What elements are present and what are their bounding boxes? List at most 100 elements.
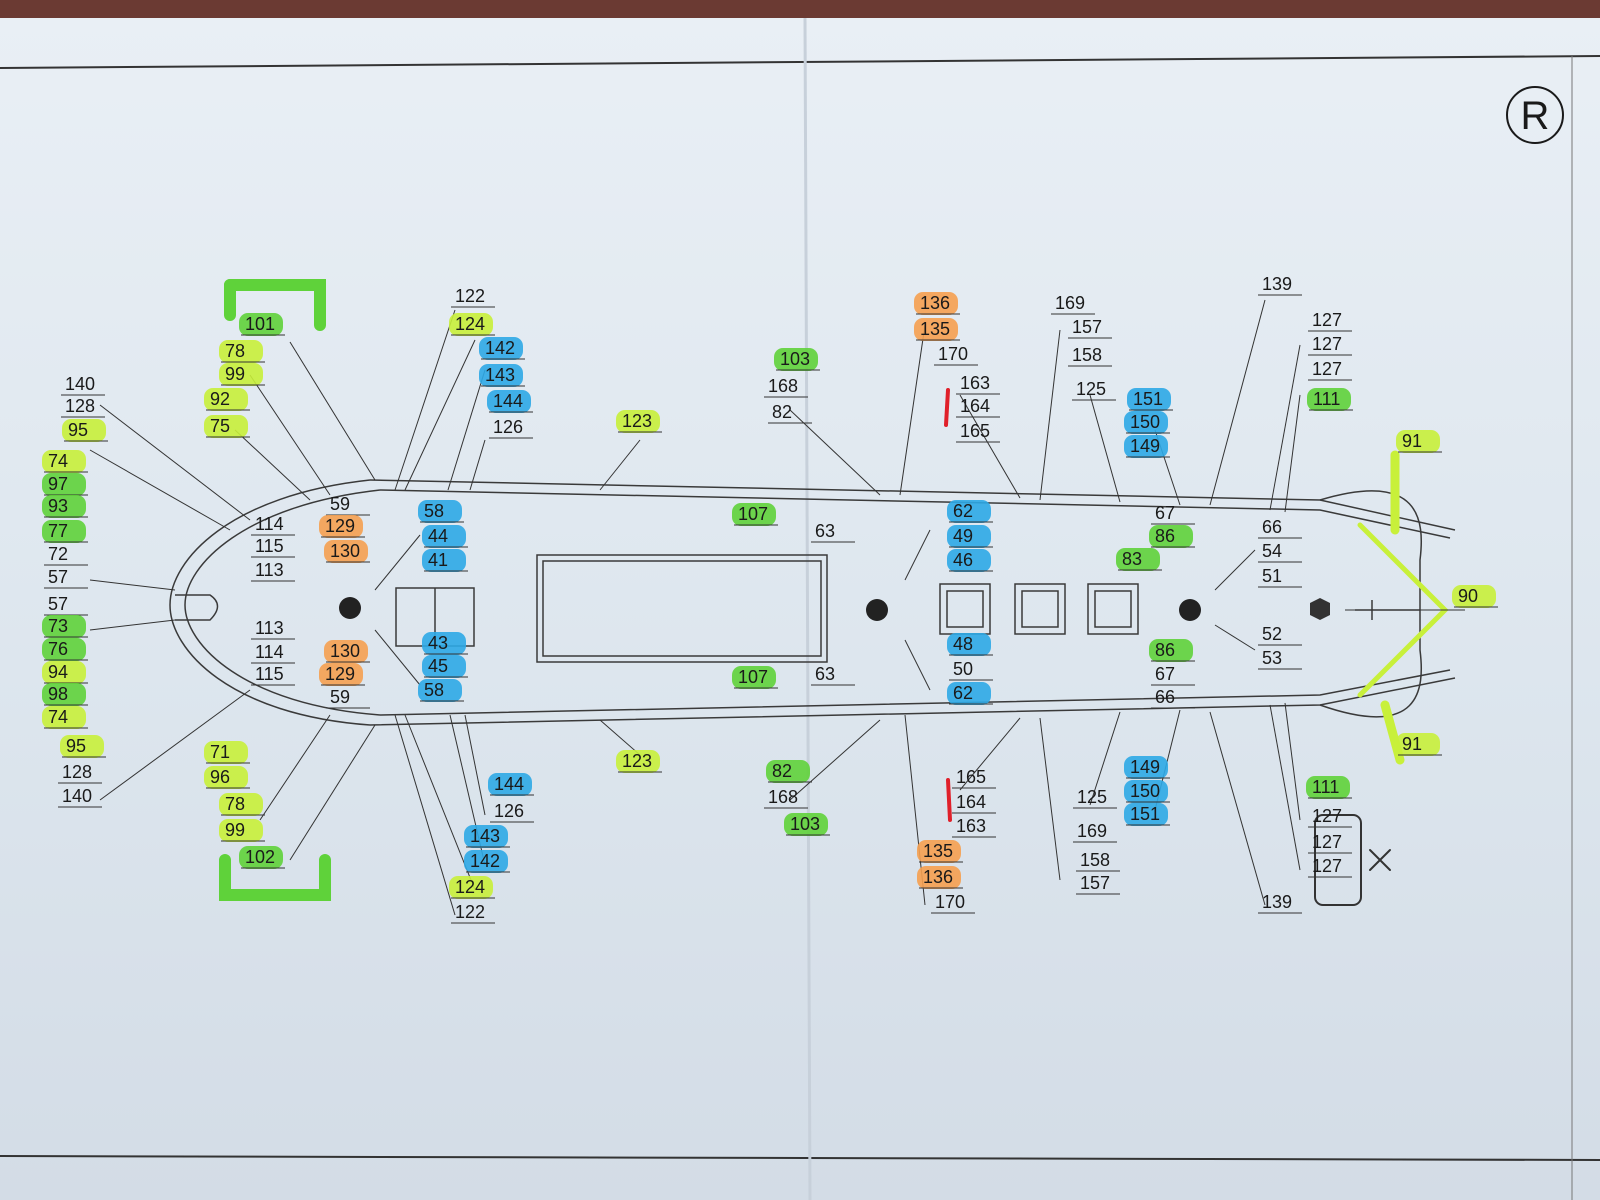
callout-label: 57 — [44, 567, 88, 589]
callout-number: 140 — [62, 786, 92, 806]
label-highlight — [42, 520, 86, 543]
label-highlight — [422, 549, 466, 572]
callout-label: 169 — [1073, 821, 1117, 843]
label-highlight — [784, 813, 828, 836]
callout-number: 127 — [1312, 806, 1342, 826]
callout-number: 95 — [66, 736, 86, 756]
callout-number: 102 — [245, 847, 275, 867]
callout-label: 74 — [42, 450, 88, 473]
callout-number: 150 — [1130, 412, 1160, 432]
capstan-icon — [1310, 598, 1330, 620]
callout-label: 150 — [1124, 411, 1170, 434]
callout-label: 135 — [917, 840, 963, 863]
callout-number: 127 — [1312, 832, 1342, 852]
callout-number: 170 — [935, 892, 965, 912]
callout-label: 74 — [42, 706, 88, 729]
callout-number: 127 — [1312, 359, 1342, 379]
callout-label: 107 — [732, 503, 778, 526]
callout-label: 49 — [947, 525, 993, 548]
callout-number: 115 — [255, 664, 284, 684]
callout-number: 93 — [48, 496, 68, 516]
label-highlight — [42, 661, 86, 684]
callout-number: 168 — [768, 787, 798, 807]
callout-label: 136 — [917, 866, 963, 889]
label-highlight — [1124, 780, 1168, 803]
callout-number: 139 — [1262, 274, 1292, 294]
callout-number: 99 — [225, 364, 245, 384]
callout-label: 103 — [774, 348, 820, 371]
callout-label: 164 — [952, 792, 996, 814]
callout-label: 48 — [947, 633, 993, 656]
callout-label: 72 — [44, 544, 88, 566]
label-highlight — [42, 638, 86, 661]
callout-number: 62 — [953, 501, 973, 521]
label-highlight — [1396, 733, 1440, 756]
callout-label: 124 — [449, 313, 495, 336]
label-highlight — [1124, 803, 1168, 826]
label-highlight — [917, 866, 961, 889]
label-highlight — [479, 364, 523, 387]
callout-number: 129 — [325, 664, 355, 684]
callout-number: 126 — [494, 801, 524, 821]
callout-label: 143 — [464, 825, 510, 848]
callout-label: 78 — [219, 340, 265, 363]
callout-number: 136 — [920, 293, 950, 313]
callout-number: 158 — [1080, 850, 1110, 870]
callout-label: 122 — [451, 286, 495, 308]
label-highlight — [422, 632, 466, 655]
callout-label: 66 — [1151, 687, 1195, 709]
label-highlight — [42, 615, 86, 638]
callout-number: 127 — [1312, 856, 1342, 876]
callout-number: 73 — [48, 616, 68, 636]
callout-label: 149 — [1124, 756, 1170, 779]
callout-number: 130 — [330, 541, 360, 561]
label-highlight — [324, 640, 368, 663]
callout-number: 107 — [738, 504, 768, 524]
callout-label: 91 — [1396, 733, 1442, 756]
callout-number: 135 — [923, 841, 953, 861]
callout-number: 135 — [920, 319, 950, 339]
callout-number: 126 — [493, 417, 523, 437]
callout-number: 72 — [48, 544, 68, 564]
callout-label: 142 — [479, 337, 525, 360]
callout-number: 169 — [1077, 821, 1107, 841]
callout-number: 163 — [960, 373, 990, 393]
callout-label: 170 — [931, 892, 975, 914]
callout-number: 170 — [938, 344, 968, 364]
callout-number: 58 — [424, 501, 444, 521]
label-highlight — [42, 495, 86, 518]
callout-number: 82 — [772, 402, 792, 422]
label-highlight — [947, 682, 991, 705]
callout-number: 74 — [48, 451, 68, 471]
callout-number: 113 — [255, 560, 284, 580]
label-highlight — [1124, 411, 1168, 434]
callout-label: 150 — [1124, 780, 1170, 803]
callout-label: 127 — [1308, 310, 1352, 332]
callout-number: 139 — [1262, 892, 1292, 912]
callout-label: 57 — [44, 594, 88, 616]
callout-label: 63 — [811, 664, 855, 686]
callout-number: 128 — [62, 762, 92, 782]
callout-label: 44 — [422, 525, 468, 548]
callout-number: 66 — [1155, 687, 1175, 707]
callout-number: 66 — [1262, 517, 1282, 537]
callout-number: 46 — [953, 550, 973, 570]
callout-label: 67 — [1151, 503, 1195, 525]
callout-number: 53 — [1262, 648, 1282, 668]
callout-label: 102 — [239, 846, 285, 869]
callout-label: 95 — [60, 735, 106, 758]
callout-number: 150 — [1130, 781, 1160, 801]
callout-label: 125 — [1073, 787, 1117, 809]
callout-label: 163 — [952, 816, 996, 838]
label-highlight — [42, 683, 86, 706]
callout-label: 139 — [1258, 274, 1302, 296]
callout-number: 59 — [330, 494, 350, 514]
callout-number: 115 — [255, 536, 284, 556]
callout-label: 93 — [42, 495, 88, 518]
callout-label: 59 — [326, 687, 370, 709]
callout-label: 128 — [61, 396, 105, 418]
callout-number: 123 — [622, 751, 652, 771]
label-highlight — [449, 313, 493, 336]
callout-label: 94 — [42, 661, 88, 684]
